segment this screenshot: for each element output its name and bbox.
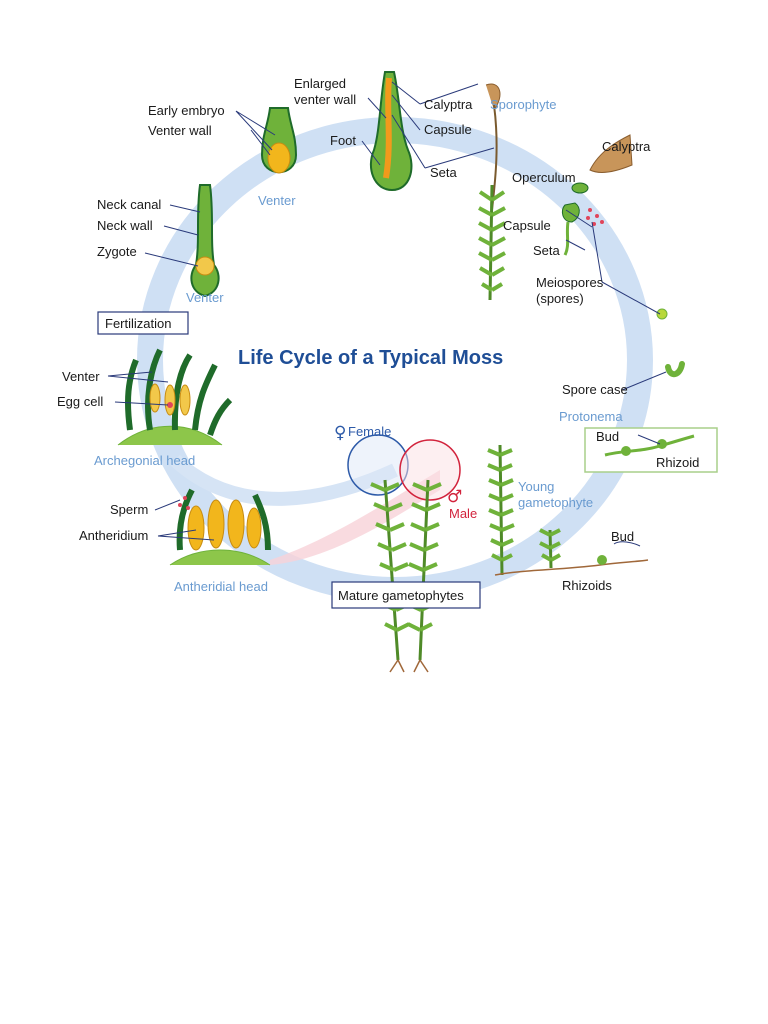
bud-protonema-label: Bud: [596, 429, 619, 444]
foot-label: Foot: [330, 133, 356, 148]
female-symbol: ♀: [334, 423, 346, 443]
sperm-label: Sperm: [110, 502, 148, 517]
sporophyte-label: Sporophyte: [490, 97, 557, 112]
archegonial-head-illustration: [117, 348, 233, 446]
early-embryo-label: Early embryo: [148, 103, 225, 118]
neck-wall-label: Neck wall: [97, 218, 153, 233]
rhizoids-label: Rhizoids: [562, 578, 612, 593]
enlarged-venter-illustration: [369, 71, 413, 192]
diagram-title: Life Cycle of a Typical Moss: [238, 347, 503, 369]
young-gametophytes-illustration: [487, 444, 649, 576]
operculum-label: Operculum: [512, 170, 576, 185]
female-label: Female: [348, 424, 391, 439]
fertilization-label: Fertilization: [105, 316, 171, 331]
protonema-label: Protonema: [559, 409, 623, 424]
archegonium-zygote-illustration: [190, 184, 220, 298]
germinating-spore-illustration: [665, 361, 685, 378]
enlarged-venter-wall-label: Enlarged venter wall: [294, 76, 356, 107]
venter-left-label: Venter: [62, 369, 100, 384]
leader-lines: [107, 81, 667, 547]
zygote-label: Zygote: [97, 244, 137, 259]
venter-wall-label: Venter wall: [148, 123, 212, 138]
meiospores-label: Meiospores (spores): [536, 275, 607, 306]
calyptra-top-label: Calyptra: [424, 97, 473, 112]
fertilization-box: [97, 311, 189, 335]
bud-bottom-label: Bud: [611, 529, 634, 544]
neck-canal-label: Neck canal: [97, 197, 161, 212]
archegonial-head-label: Archegonial head: [94, 453, 195, 468]
egg-cell-label: Egg cell: [57, 394, 103, 409]
spore-case-label: Spore case: [562, 382, 628, 397]
antheridium-label: Antheridium: [79, 528, 148, 543]
mature-gametophytes-box: [331, 581, 481, 609]
sporophyte-illustration: [478, 83, 506, 301]
rhizoid-label: Rhizoid: [656, 455, 699, 470]
venter-lower-label: Venter: [186, 290, 224, 305]
protonema-illustration: [604, 434, 695, 457]
young-gametophyte-label: Young gametophyte: [518, 479, 593, 510]
venter-upper-label: Venter: [258, 193, 296, 208]
seta-right-label: Seta: [533, 243, 561, 258]
early-embryo-illustration: [260, 107, 298, 174]
male-symbol: ♂: [447, 487, 462, 507]
protonema-box: [584, 427, 718, 473]
capsule-right-label: Capsule: [503, 218, 551, 233]
capsule-top-label: Capsule: [424, 122, 472, 137]
male-sperm-path: [270, 470, 440, 565]
capsule-release-illustration: [561, 134, 633, 256]
spore-illustration: [656, 308, 668, 320]
seta-top-label: Seta: [430, 165, 458, 180]
male-label: Male: [449, 506, 477, 521]
mature-gametophytes-label: Mature gametophytes: [338, 588, 464, 603]
antheridial-head-label: Antheridial head: [174, 579, 268, 594]
calyptra-right-label: Calyptra: [602, 139, 651, 154]
